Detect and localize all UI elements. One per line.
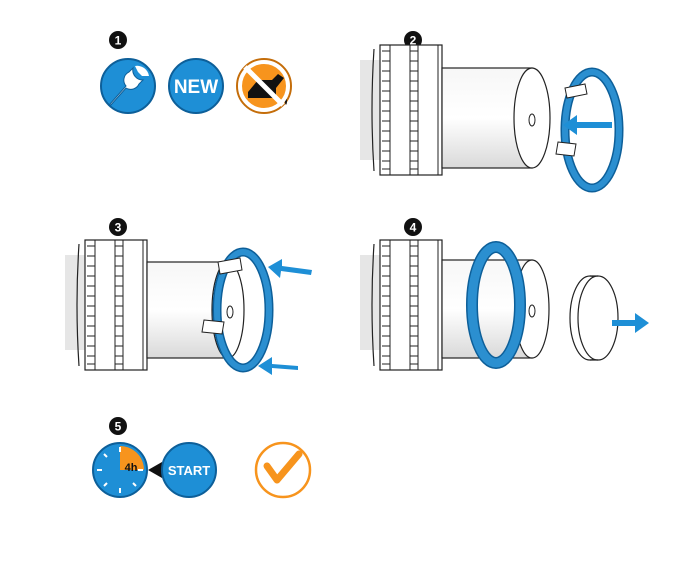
arrow-right-icon (612, 313, 649, 333)
install-sleeve (569, 275, 619, 361)
shaft-assembly-2 (360, 44, 551, 176)
timer-icon: 4h (92, 442, 148, 498)
step-3-number: 3 (115, 221, 122, 235)
step-5: 5 4h START (92, 417, 312, 499)
wrench-icon (100, 58, 156, 114)
timer-label: 4h (125, 462, 138, 474)
step-4-number: 4 (410, 221, 417, 235)
play-arrow-icon (148, 462, 162, 478)
step-1-number: 1 (115, 34, 122, 48)
step-3: 3 (65, 218, 312, 375)
seal-ring-old (555, 67, 624, 193)
step-5-number: 5 (115, 420, 122, 434)
step-1: 1 NEW (100, 31, 292, 114)
step-3-badge (109, 218, 127, 236)
checkmark-icon (254, 441, 312, 499)
arrow-left-upper-icon (268, 259, 312, 278)
seal-ring-new (201, 247, 274, 373)
arrow-left-lower-icon (258, 357, 298, 375)
new-part-icon: NEW (168, 58, 224, 114)
step-1-badge (109, 31, 127, 49)
no-lubricant-icon (236, 58, 292, 114)
start-icon: START (161, 442, 217, 498)
step-2: 2 (360, 31, 624, 193)
arrow-left-icon (563, 115, 612, 135)
seal-ring-installed (466, 241, 526, 369)
new-label: NEW (174, 77, 218, 98)
start-label: START (168, 463, 210, 478)
step-4-badge (404, 218, 422, 236)
step-5-badge (109, 417, 127, 435)
step-2-number: 2 (410, 34, 417, 48)
step-4: 4 (360, 218, 649, 371)
